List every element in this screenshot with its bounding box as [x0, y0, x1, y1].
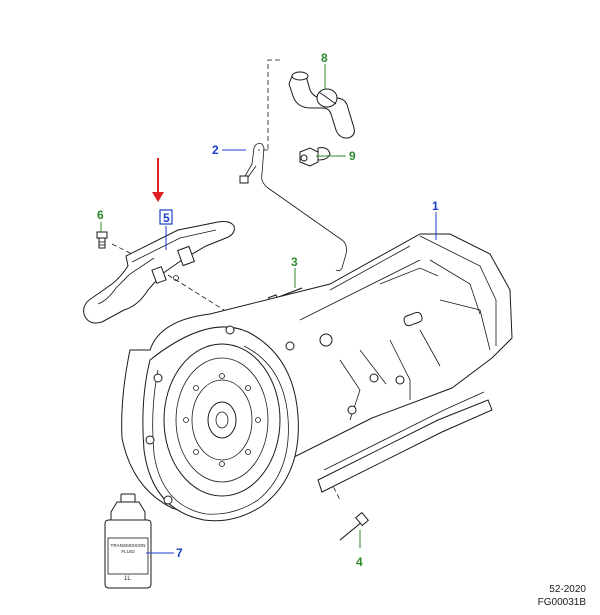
- bottle-label-line2: FLUID: [121, 549, 135, 554]
- reference-date-code: 52-2020: [549, 584, 586, 595]
- transmission-assembly: [121, 233, 513, 522]
- vent-tube: [239, 143, 347, 272]
- callout-2: 2: [212, 143, 219, 157]
- heat-shield: [83, 221, 235, 324]
- callout-7: 7: [176, 546, 183, 560]
- breather-hose: [288, 71, 355, 139]
- bottle-label-line1: TRANSMISSION: [111, 543, 146, 548]
- callout-labels: 1 2 3 4 5 6 7 8 9: [97, 51, 439, 569]
- reference-figure-id: FG00031B: [537, 597, 586, 608]
- callout-8: 8: [321, 51, 328, 65]
- callout-9: 9: [349, 149, 356, 163]
- callout-1: 1: [432, 199, 439, 213]
- transmission-fluid-bottle: [104, 493, 152, 589]
- bottle-label: TRANSMISSION FLUID 1L: [111, 543, 146, 582]
- callout-5-highlight-box: [159, 209, 173, 225]
- drain-stud: [339, 511, 369, 541]
- callout-6: 6: [97, 208, 104, 222]
- callout-3: 3: [291, 255, 298, 269]
- heat-shield-bolt: [96, 231, 108, 249]
- red-indicator-arrow: [152, 158, 164, 202]
- bottle-volume: 1L: [124, 576, 131, 582]
- callout-leaders: [100, 64, 437, 554]
- callout-5: 5: [163, 211, 170, 225]
- hose-clip: [299, 147, 331, 167]
- callout-4: 4: [356, 555, 363, 569]
